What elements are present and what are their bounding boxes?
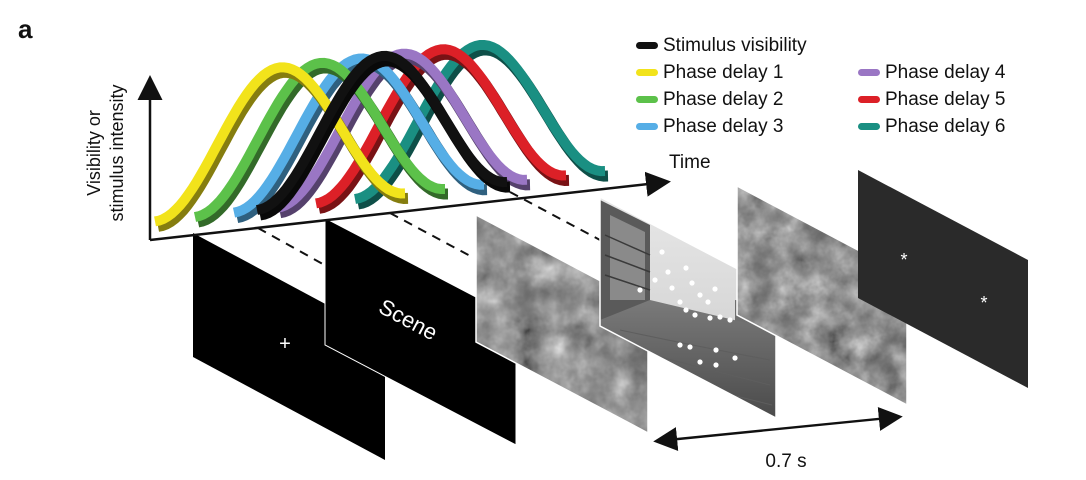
response-frame: * *	[858, 170, 1028, 388]
legend-item: Phase delay 5	[858, 86, 1005, 113]
fixation-cross: +	[279, 333, 291, 355]
legend-swatch	[858, 123, 880, 130]
legend-item: Phase delay 3	[636, 113, 807, 140]
x-axis-label: Time	[669, 152, 711, 173]
duration-label: 0.7 s	[765, 451, 806, 472]
legend-swatch	[858, 69, 880, 76]
star-marker-1: *	[900, 250, 907, 270]
scene-label-frame: Scene	[324, 217, 517, 446]
plot-axes: Visibility or stimulus intensity Time	[84, 75, 711, 242]
curve-stimulus-visibility	[256, 50, 508, 215]
curve-phase-delay-6	[354, 40, 606, 204]
star-marker-2: *	[980, 293, 987, 313]
fixation-frame: +	[193, 233, 385, 460]
legend-item: Phase delay 4	[858, 59, 1005, 86]
legend-item: Phase delay 6	[858, 113, 1005, 140]
panel-label: a	[18, 14, 33, 44]
curve-phase-delay-4	[275, 48, 528, 213]
legend-label: Phase delay 6	[885, 115, 1006, 137]
phase-curves	[154, 40, 609, 232]
legend-label: Phase delay 3	[663, 115, 784, 137]
duration-indicator: 0.7 s	[653, 406, 903, 472]
legend-swatch	[636, 96, 658, 103]
legend-item: Phase delay 2	[636, 86, 807, 113]
dashed-guides	[257, 191, 601, 269]
eye-fixation-dots	[637, 249, 738, 368]
legend-label: Phase delay 2	[663, 88, 784, 110]
legend-swatch	[636, 69, 658, 76]
y-axis-label-line-2: stimulus intensity	[107, 84, 127, 221]
curve-phase-delay-2	[193, 57, 445, 222]
legend-label: Phase delay 5	[885, 88, 1006, 110]
legend-swatch	[636, 42, 658, 49]
legend-swatch	[636, 123, 658, 130]
legend-column-2: Phase delay 4 Phase delay 5 Phase delay 6	[858, 59, 1005, 140]
legend-swatch	[858, 96, 880, 103]
curve-phase-delay-1	[154, 62, 406, 227]
legend-item: Stimulus visibility	[636, 32, 807, 59]
curve-phase-delay-3	[232, 53, 485, 218]
legend-label: Phase delay 4	[885, 61, 1006, 83]
legend-label: Stimulus visibility	[663, 34, 807, 56]
legend-item: Phase delay 1	[636, 59, 807, 86]
legend-label: Phase delay 1	[663, 61, 784, 83]
y-axis-label-line-1: Visibility or	[84, 110, 104, 196]
